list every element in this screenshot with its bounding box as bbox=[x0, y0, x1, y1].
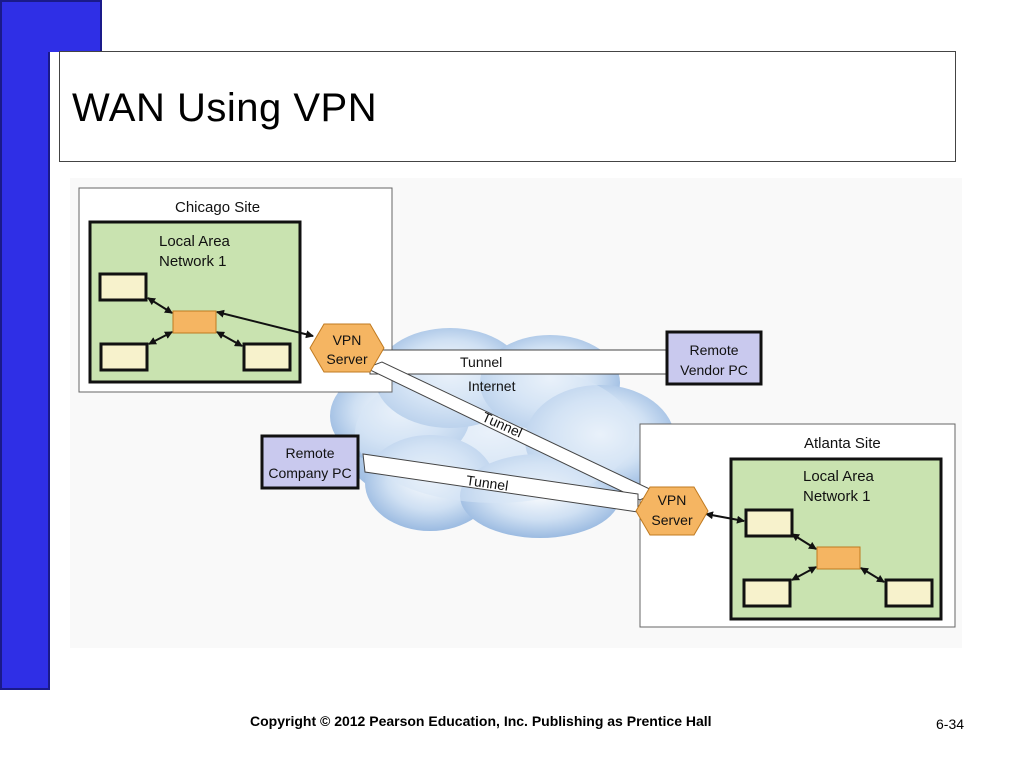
chicago-link-pc1 bbox=[147, 297, 173, 314]
chicago-pc-3 bbox=[242, 342, 292, 372]
atlanta-pc-3 bbox=[884, 578, 934, 608]
accent-bar bbox=[0, 0, 50, 690]
chicago-site-label: Chicago Site bbox=[175, 199, 260, 216]
atlanta-link-pc1 bbox=[791, 533, 817, 550]
remote-vendor-line1: Remote bbox=[689, 342, 738, 358]
remote-company-line1: Remote bbox=[285, 445, 334, 461]
atlanta-pc-1 bbox=[744, 508, 794, 538]
remote-vendor-pc: Remote Vendor PC bbox=[665, 330, 763, 386]
atlanta-link-vpn bbox=[705, 511, 745, 524]
vpn-chicago-line1: VPN bbox=[333, 332, 362, 348]
vpn-chicago-line2: Server bbox=[326, 351, 368, 367]
internet-label: Internet bbox=[468, 378, 516, 394]
accent-tab bbox=[0, 0, 102, 52]
atlanta-lan-label-2: Network 1 bbox=[803, 488, 871, 505]
chicago-site: Chicago Site Local Area Network 1 bbox=[78, 187, 393, 393]
chicago-switch bbox=[172, 310, 217, 334]
tunnel-label-1: Tunnel bbox=[460, 354, 502, 370]
chicago-pc-1 bbox=[98, 272, 148, 302]
chicago-pc-2 bbox=[99, 342, 149, 372]
atlanta-switch bbox=[816, 546, 861, 570]
atlanta-pc-2 bbox=[742, 578, 792, 608]
vpn-server-atlanta: VPN Server bbox=[635, 486, 709, 536]
remote-company-line2: Company PC bbox=[268, 465, 351, 481]
title-box: WAN Using VPN bbox=[59, 51, 956, 162]
tunnel-vendor bbox=[369, 349, 671, 375]
atlanta-lan-label-1: Local Area bbox=[803, 468, 875, 485]
chicago-link-pc2 bbox=[148, 331, 173, 345]
vpn-atlanta-line2: Server bbox=[651, 512, 693, 528]
atlanta-link-pc2 bbox=[791, 566, 817, 581]
copyright-notice: Copyright © 2012 Pearson Education, Inc.… bbox=[250, 713, 712, 729]
chicago-lan-label-2: Network 1 bbox=[159, 253, 227, 270]
slide-title: WAN Using VPN bbox=[72, 86, 378, 130]
chicago-lan-label-1: Local Area bbox=[159, 233, 231, 250]
vpn-diagram: Internet Chicago Site Local Area Network… bbox=[70, 178, 962, 648]
tunnels bbox=[362, 349, 671, 513]
page-number: 6-34 bbox=[936, 716, 965, 732]
atlanta-link-pc3 bbox=[860, 567, 885, 583]
tunnel-label-3: Tunnel bbox=[465, 472, 509, 494]
vpn-server-chicago: VPN Server bbox=[309, 323, 385, 373]
remote-vendor-line2: Vendor PC bbox=[680, 362, 748, 378]
vpn-atlanta-line1: VPN bbox=[658, 492, 687, 508]
atlanta-site-label: Atlanta Site bbox=[804, 435, 881, 452]
remote-company-pc: Remote Company PC bbox=[260, 434, 360, 490]
chicago-link-vpn bbox=[216, 309, 314, 339]
